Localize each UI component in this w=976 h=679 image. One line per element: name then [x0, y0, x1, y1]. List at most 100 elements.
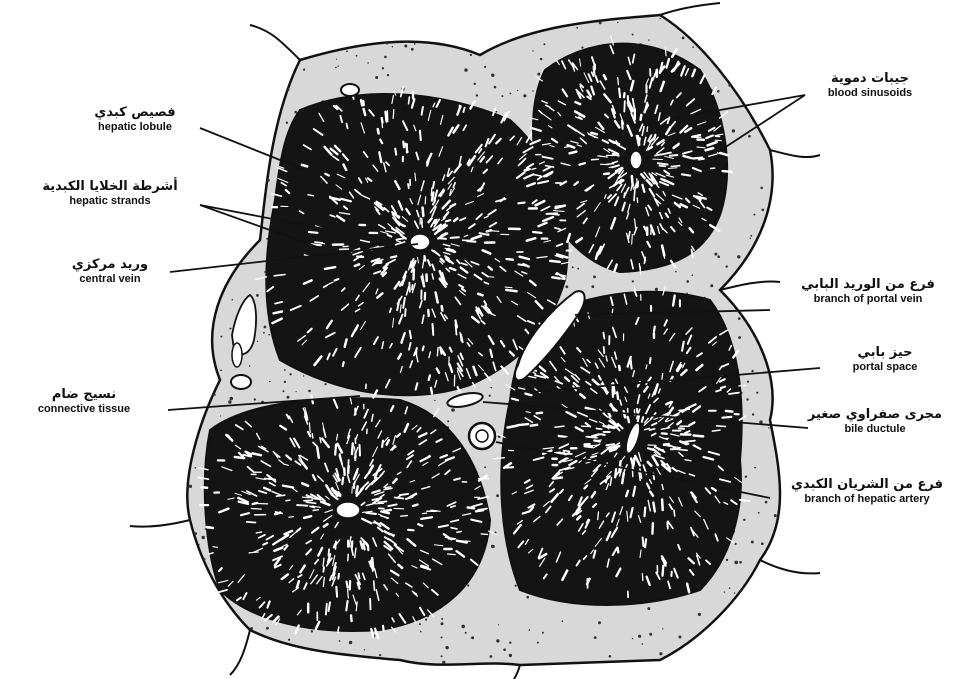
tissue-speckle: [581, 46, 583, 48]
tissue-speckle: [257, 341, 258, 342]
tissue-speckle: [750, 235, 752, 237]
sinusoid-streak: [343, 362, 344, 366]
sinusoid-streak: [323, 567, 324, 571]
sinusoid-streak: [366, 513, 376, 514]
tissue-speckle: [738, 336, 741, 339]
sinusoid-streak: [420, 131, 421, 140]
tissue-speckle: [454, 667, 456, 669]
tissue-speckle: [734, 592, 736, 594]
sinusoid-streak: [338, 574, 339, 579]
sinusoid-streak: [481, 534, 487, 535]
sinusoid-streak: [347, 582, 348, 588]
tissue-speckle: [617, 22, 618, 23]
tissue-speckle: [263, 332, 265, 334]
sinusoid-streak: [352, 443, 353, 454]
sinusoid-streak: [532, 168, 536, 169]
tissue-speckle: [737, 90, 739, 92]
tissue-speckle: [208, 348, 209, 349]
tissue-speckle: [779, 245, 780, 246]
tissue-speckle: [778, 40, 780, 42]
sinusoid-streak: [622, 473, 624, 483]
tissue-speckle: [540, 58, 543, 61]
tissue-speckle: [725, 34, 727, 36]
label-branch-hepatic-artery-ar: فرع من الشريان الكبدي: [762, 478, 972, 493]
tissue-speckle: [210, 167, 213, 170]
label-bile-ductule-ar: مجرى صفراوي صغير: [805, 408, 945, 423]
sinusoid-streak: [309, 232, 317, 233]
sinusoid-streak: [682, 174, 690, 175]
sinusoid-streak: [437, 348, 438, 356]
tissue-speckle: [752, 26, 754, 28]
sinusoid-streak: [289, 517, 294, 518]
sinusoid-streak: [413, 505, 418, 506]
tissue-speckle: [762, 28, 765, 31]
tissue-speckle: [695, 19, 697, 21]
sinusoid-streak: [432, 193, 434, 201]
tissue-speckle: [717, 90, 720, 93]
tissue-speckle: [289, 373, 291, 375]
sinusoid-streak: [642, 574, 643, 581]
tissue-speckle: [659, 652, 662, 655]
tissue-speckle: [523, 94, 526, 97]
tissue-speckle: [761, 542, 764, 545]
sinusoid-streak: [670, 155, 678, 156]
label-branch-portal-vein-en: branch of portal vein: [770, 293, 966, 306]
tissue-speckle: [301, 662, 304, 665]
tissue-speckle: [311, 630, 313, 632]
tissue-speckle: [359, 668, 362, 671]
sinusoid-streak: [408, 530, 414, 531]
tissue-speckle: [490, 655, 493, 658]
tissue-speckle: [230, 86, 231, 87]
tissue-speckle: [496, 494, 499, 497]
label-central-vein-en: central vein: [50, 273, 170, 286]
tissue-speckle: [331, 10, 333, 12]
tissue-speckle: [249, 365, 251, 367]
tissue-speckle: [445, 646, 448, 649]
tissue-speckle: [264, 326, 267, 329]
sinusoid-streak: [655, 154, 661, 155]
tissue-speckle: [729, 587, 731, 589]
sinusoid-streak: [645, 539, 646, 547]
label-hepatic-lobule-en: hepatic lobule: [70, 121, 200, 134]
tissue-speckle: [220, 415, 221, 416]
sinusoid-streak: [274, 312, 282, 314]
sinusoid-streak: [601, 434, 605, 435]
tissue-speckle: [760, 20, 762, 22]
tissue-speckle: [324, 383, 326, 385]
sinusoid-streak: [580, 115, 584, 116]
label-portal-space-ar: حيز بابي: [820, 346, 950, 361]
sinusoid-streak: [315, 242, 322, 243]
tissue-speckle: [255, 205, 258, 208]
sinusoid-streak: [606, 444, 614, 445]
tissue-speckle: [496, 639, 499, 642]
tissue-speckle: [509, 642, 511, 644]
tissue-speckle: [414, 43, 416, 45]
tissue-speckle: [757, 604, 759, 606]
sinusoid-streak: [715, 140, 721, 141]
sinusoid-streak: [717, 426, 726, 427]
tissue-speckle: [762, 209, 765, 212]
tissue-speckle: [739, 561, 742, 564]
sinusoid-streak: [617, 392, 618, 399]
sinusoid-streak: [506, 290, 516, 291]
tissue-speckle: [751, 656, 754, 659]
tissue-speckle: [781, 209, 784, 212]
sinusoid-streak: [550, 261, 559, 262]
sinusoid-streak: [659, 166, 665, 167]
tissue-speckle: [510, 93, 512, 95]
tissue-speckle: [230, 328, 232, 330]
tissue-speckle: [484, 66, 486, 68]
tissue-speckle: [197, 70, 199, 72]
tissue-speckle: [486, 38, 490, 42]
tissue-speckle: [694, 641, 697, 644]
tissue-speckle: [767, 239, 770, 242]
tissue-speckle: [528, 14, 531, 17]
tissue-speckle: [678, 636, 681, 639]
tissue-speckle: [782, 666, 785, 669]
sinusoid-streak: [668, 168, 677, 169]
tissue-speckle: [210, 51, 212, 53]
tissue-speckle: [287, 67, 288, 68]
tissue-speckle: [748, 135, 751, 138]
sinusoid-streak: [631, 359, 632, 369]
